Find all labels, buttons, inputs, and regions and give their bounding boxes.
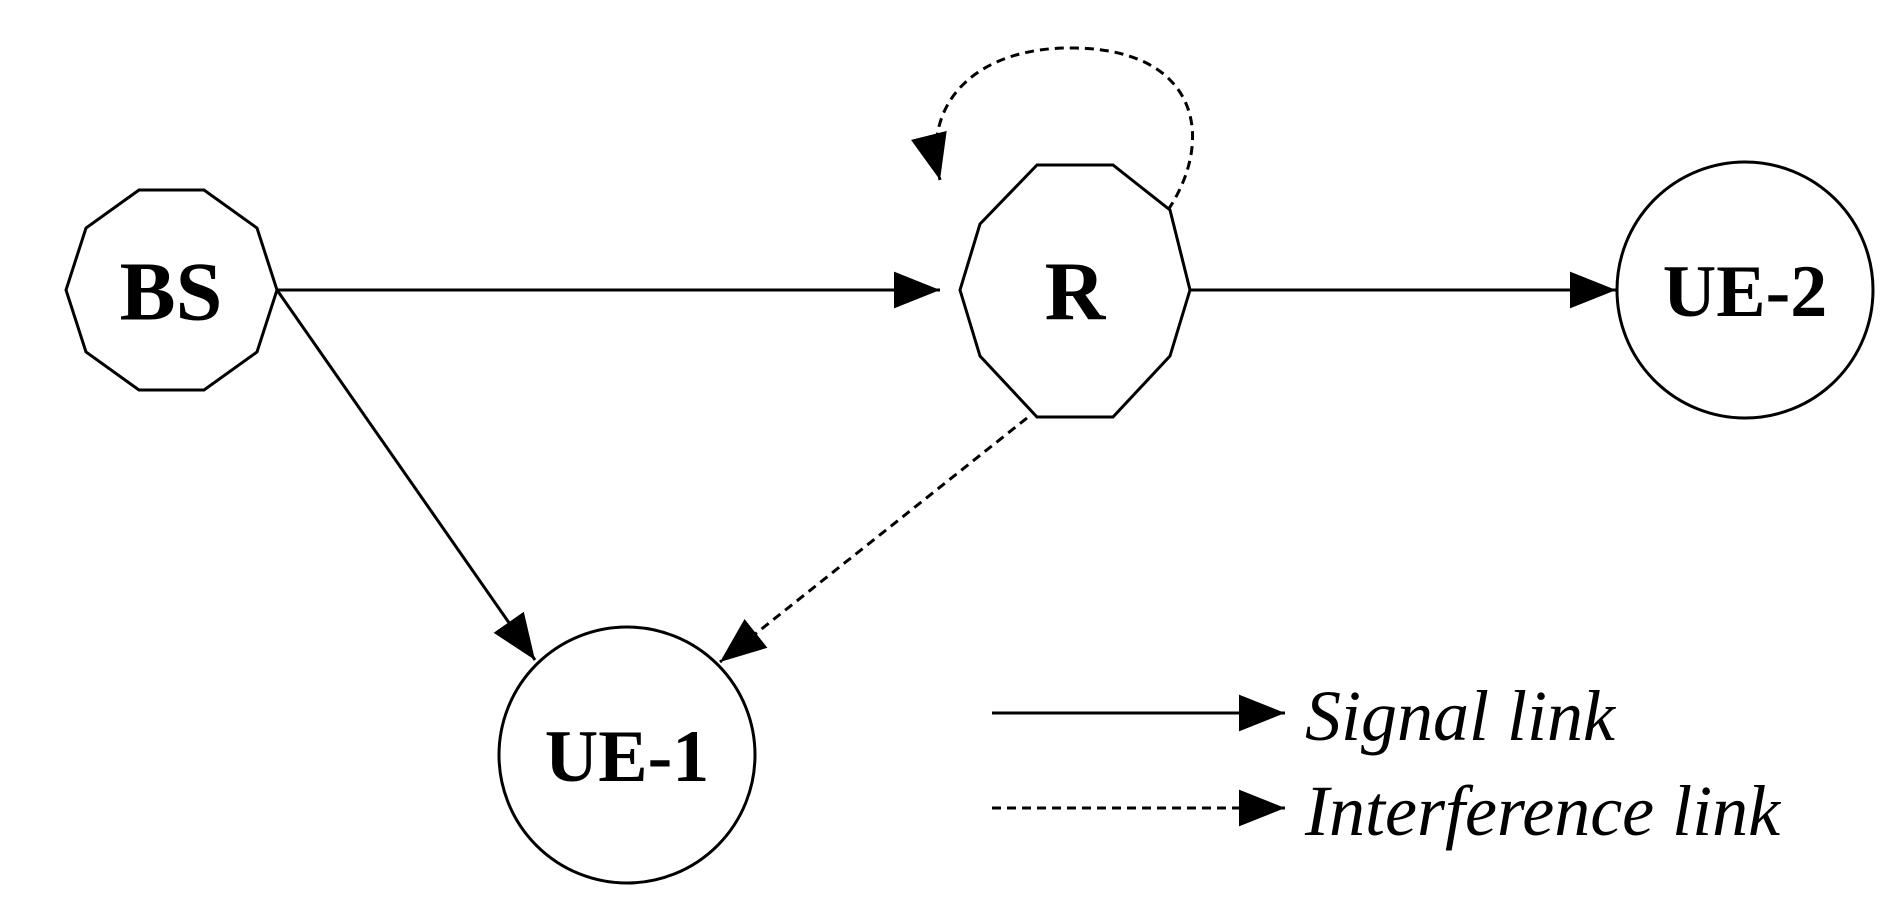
bs-decagon-shape bbox=[64, 188, 279, 392]
node-r: R bbox=[958, 163, 1192, 419]
node-ue1: UE-1 bbox=[497, 625, 757, 885]
legend-signal-label: Signal link bbox=[1305, 676, 1617, 756]
r-label: R bbox=[1045, 246, 1107, 339]
node-ue2: UE-2 bbox=[1615, 160, 1875, 420]
signal-link-bs-to-ue1 bbox=[275, 289, 537, 661]
interference-link-r-to-ue1 bbox=[719, 416, 1028, 664]
ue1-circle-shape bbox=[497, 625, 757, 885]
interference-self-loop-r bbox=[911, 46, 1195, 211]
ue2-circle-shape bbox=[1615, 160, 1875, 420]
ue2-label: UE-2 bbox=[1663, 251, 1827, 333]
ue1-label: UE-1 bbox=[545, 716, 709, 798]
r-decagon-shape bbox=[958, 163, 1192, 419]
legend-interference-label: Interference link bbox=[1304, 771, 1782, 851]
node-bs: BS bbox=[64, 188, 279, 392]
legend: Signal link Interference link bbox=[992, 676, 1782, 851]
bs-label: BS bbox=[120, 246, 223, 339]
